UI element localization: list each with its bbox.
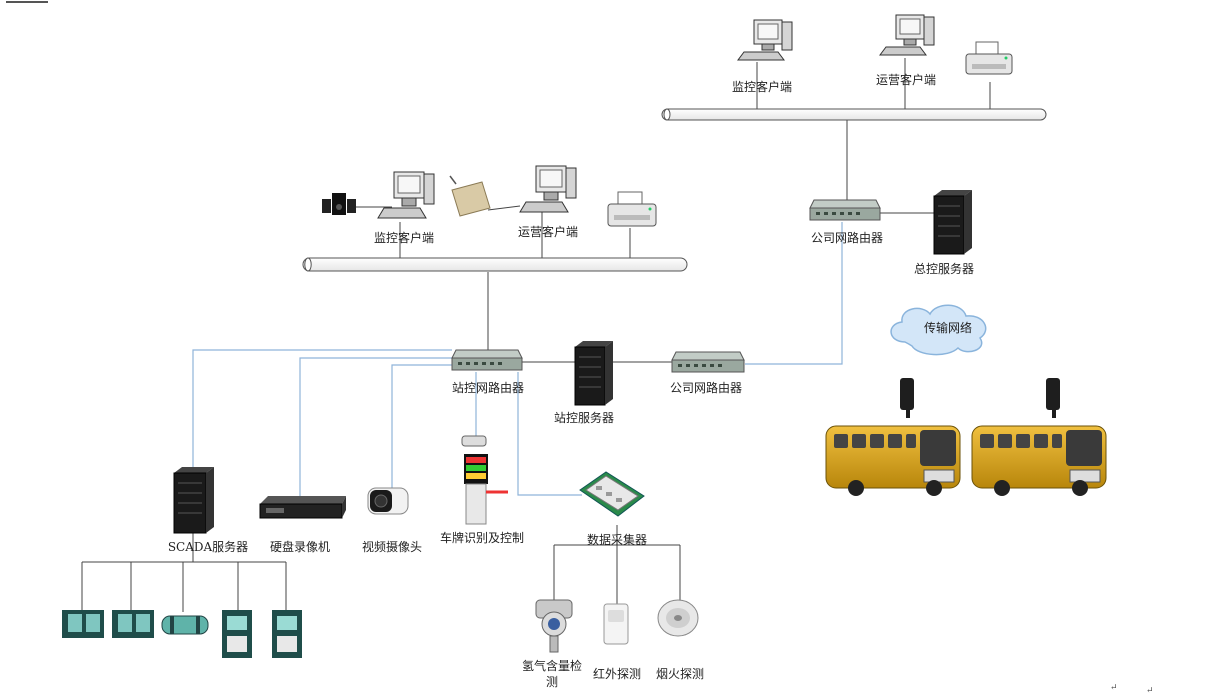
plate-recognition-label: 车牌识别及控制 (440, 531, 525, 545)
dispenser-unit-icon (161, 615, 209, 635)
router-icon (671, 351, 745, 373)
dvr-label: 硬盘录像机 (269, 540, 331, 554)
cloud-icon (890, 304, 987, 356)
printer-icon (965, 41, 1013, 75)
bus-icon (825, 425, 961, 496)
company-router-mid-label: 公司网路由器 (669, 381, 743, 395)
infrared-detector-icon (603, 603, 629, 645)
infrared-detect-label: 红外探测 (592, 667, 642, 681)
transmission-network-label: 传输网络 (923, 321, 973, 335)
company-router-top-label: 公司网路由器 (810, 231, 884, 245)
desktop-computer-icon (377, 171, 435, 219)
modem-icon (449, 175, 491, 217)
desktop-computer-icon (737, 19, 793, 61)
hydrogen-detect-label: 氢气含量检测 (521, 659, 582, 689)
station-router-label: 站控网路由器 (451, 381, 525, 395)
dvr-icon (259, 496, 346, 519)
desktop-computer-icon (519, 165, 577, 213)
bus-icon (971, 425, 1107, 496)
gps-tracker-icon (1046, 378, 1060, 418)
hq-monitor-client-label: 监控客户端 (731, 80, 793, 94)
speaker-icon (322, 193, 356, 215)
return-mark: ↵ (1110, 683, 1118, 693)
dispenser-unit-icon (272, 610, 302, 658)
router-icon (809, 199, 881, 221)
smoke-detector-icon (657, 599, 699, 637)
scada-server-label: SCADA服务器 (167, 540, 249, 554)
hq-backbone (661, 108, 1047, 121)
bullet-camera-icon (367, 487, 409, 515)
gas-sensor-icon (535, 599, 573, 653)
hq-ops-client-label: 运营客户端 (875, 73, 937, 87)
camera-label: 视频摄像头 (361, 540, 423, 554)
rack-server-icon (173, 467, 214, 534)
rack-server-icon (574, 341, 613, 406)
dispenser-unit-icon (62, 610, 104, 638)
return-mark: ↵ (1146, 686, 1154, 693)
router-icon (451, 349, 523, 371)
station-backbone (302, 257, 688, 272)
connections (81, 58, 991, 612)
data-acquisition-board-icon (579, 471, 645, 517)
station-server-label: 站控服务器 (553, 411, 615, 425)
master-server-label: 总控服务器 (913, 262, 975, 276)
station-monitor-client-label: 监控客户端 (373, 231, 435, 245)
dispenser-unit-icon (222, 610, 252, 658)
smoke-detect-label: 烟火探测 (655, 667, 705, 681)
rack-server-icon (933, 190, 972, 255)
data-collector-label: 数据采集器 (586, 533, 648, 547)
dispenser-unit-icon (112, 610, 154, 638)
license-plate-barrier-icon (461, 435, 508, 525)
desktop-computer-icon (879, 14, 935, 56)
gps-tracker-icon (900, 378, 914, 418)
printer-icon (607, 191, 657, 227)
station-ops-client-label: 运营客户端 (517, 225, 579, 239)
